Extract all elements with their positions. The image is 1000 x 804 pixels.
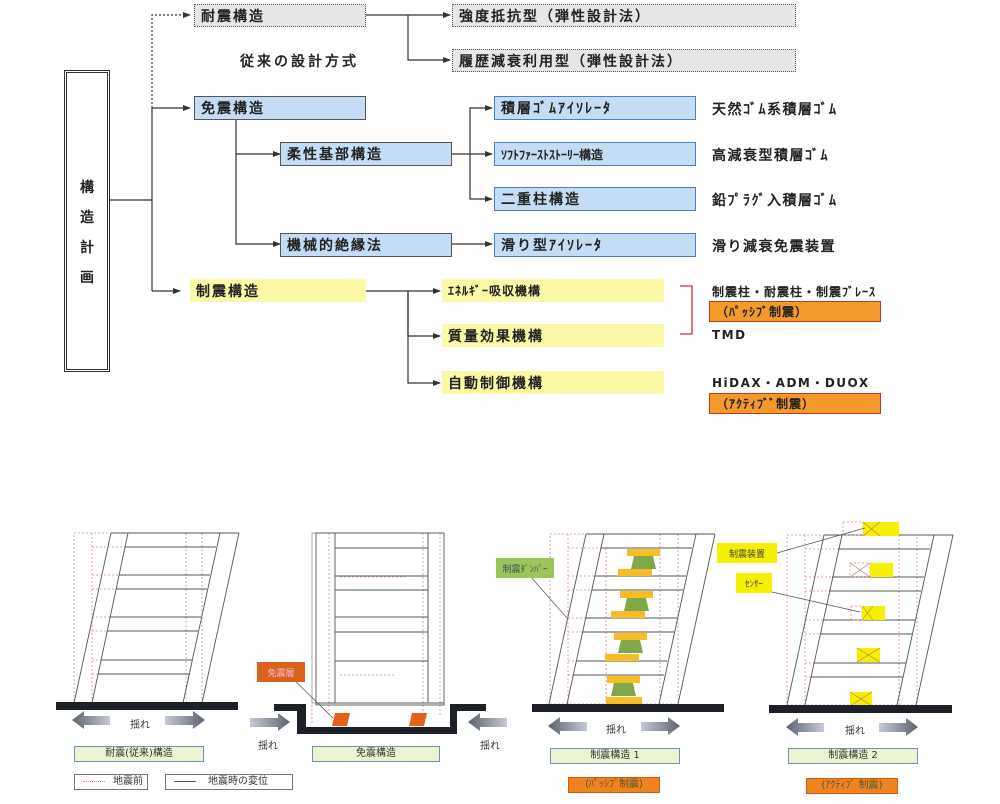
- subcaption-passive: (ﾊﾟｯｼﾌﾞ制震): [568, 777, 660, 793]
- node-double-column[interactable]: 二重柱構造: [494, 187, 696, 211]
- node-seismic-resistant[interactable]: 耐震構造: [194, 4, 366, 27]
- tag-active-control: （ｱｸﾃｨﾌﾞﾞ制震）: [709, 393, 881, 414]
- sway-label-1: 揺れ: [130, 720, 150, 731]
- passive-bracket: [680, 285, 693, 335]
- panel-base-isolation-building: [250, 532, 507, 734]
- node-hysteretic-damping[interactable]: 履歴減衰利用型（弾性設計法）: [452, 49, 796, 72]
- panel-conventional-building: [56, 532, 240, 729]
- caption-control-1: 制震構造 1: [550, 748, 680, 764]
- note-high-damping-rubber: 高減衰型積層ｺﾞﾑ: [712, 148, 829, 164]
- callout-damper: 制震ﾀﾞﾝﾊﾟｰ: [496, 558, 554, 578]
- sway-label-4: 揺れ: [845, 726, 865, 737]
- node-flexible-base[interactable]: 柔性基部構造: [280, 142, 452, 166]
- subcaption-active: (ｱｸﾃｨﾌﾞ 制震): [806, 778, 898, 794]
- note-natural-rubber: 天然ｺﾞﾑ系積層ｺﾞﾑ: [712, 102, 838, 118]
- isolation-bearing-left: [332, 713, 350, 726]
- note-hidax: HiDAX・ADM・DUOX: [712, 376, 870, 390]
- caption-control-2: 制震構造 2: [788, 748, 918, 764]
- node-vibration-control[interactable]: 制震構造: [190, 279, 366, 302]
- node-active-control[interactable]: 自動制御機構: [442, 371, 664, 394]
- sway-label-2a: 揺れ: [258, 741, 278, 752]
- node-strength-resistance[interactable]: 強度抵抗型（弾性設計法）: [452, 4, 796, 27]
- panel-passive-control-building: [529, 533, 724, 735]
- sway-arrow-left: [786, 718, 824, 736]
- node-energy-absorption[interactable]: ｴﾈﾙｷﾞｰ吸収機構: [442, 279, 664, 302]
- sway-arrow-left: [548, 717, 587, 735]
- sway-arrow-right: [165, 711, 205, 729]
- note-sliding-damper: 滑り減衰免震装置: [712, 239, 836, 255]
- title-frame: 構 造 計 画: [64, 70, 110, 372]
- note-damping-columns: 制震柱・耐震柱・制震ﾌﾞﾚｰｽ: [712, 285, 877, 299]
- sway-arrow-in-left: [250, 713, 290, 731]
- legend-before-label: 地震前: [113, 776, 143, 787]
- callout-isolation-layer: 免震層: [257, 662, 305, 682]
- node-mass-effect[interactable]: 質量効果機構: [442, 324, 664, 347]
- node-laminated-rubber[interactable]: 積層ｺﾞﾑｱｲｿﾚｰﾀ: [494, 96, 696, 120]
- conventional-design-label: 従来の設計方式: [240, 54, 359, 70]
- legend-dotted-line-icon: [83, 780, 105, 782]
- tag-passive-control: （ﾊﾟｯｼﾌﾞ制震）: [709, 301, 881, 322]
- sway-label-3: 揺れ: [606, 725, 626, 736]
- sway-label-2b: 揺れ: [480, 741, 500, 752]
- callout-sensor: ｾﾝｻｰ: [736, 573, 772, 593]
- isolation-bearing-right: [409, 713, 427, 726]
- sway-arrow-left: [72, 711, 110, 729]
- tree-connectors: [110, 12, 693, 386]
- title-text: 構 造 計 画: [80, 180, 94, 286]
- note-tmd: TMD: [712, 328, 747, 342]
- legend-solid-line-icon: [174, 780, 196, 782]
- panel-active-control-building: [769, 521, 954, 736]
- damper-units: [605, 549, 660, 704]
- node-mechanical-isolation[interactable]: 機械的絶縁法: [280, 233, 452, 257]
- sway-arrow-right: [879, 718, 918, 736]
- legend-before: 地震前: [74, 774, 148, 790]
- active-devices: [842, 521, 899, 707]
- callout-control-device: 制震装置: [717, 543, 777, 563]
- sway-arrow-right: [641, 717, 680, 735]
- node-soft-first-story[interactable]: ｿﾌﾄﾌｧｰｽﾄｽﾄｰﾘｰ構造: [494, 142, 696, 166]
- note-lead-plug-rubber: 鉛ﾌﾟﾗｸﾞ入積層ｺﾞﾑ: [712, 193, 838, 209]
- caption-conventional: 耐震(従来)構造: [74, 746, 204, 762]
- node-sliding-isolator[interactable]: 滑り型ｱｲｿﾚｰﾀ: [494, 233, 696, 257]
- node-base-isolation[interactable]: 免震構造: [194, 96, 366, 120]
- legend-during: 地震時の変位: [165, 774, 293, 790]
- sway-arrow-in-right: [468, 713, 507, 731]
- caption-base-isolation: 免震構造: [312, 746, 440, 762]
- legend-during-label: 地震時の変位: [208, 776, 268, 787]
